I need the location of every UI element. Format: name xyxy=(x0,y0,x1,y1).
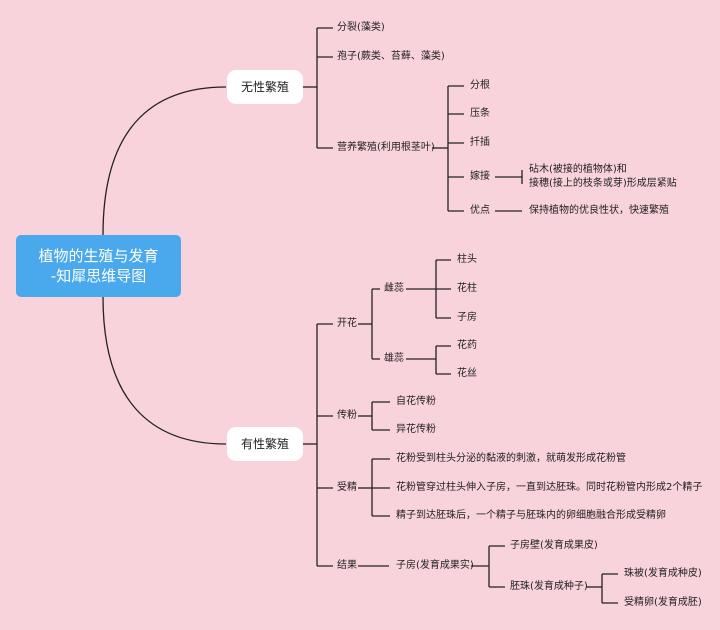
node-ovary[interactable]: 子房(发育成果实) xyxy=(396,560,474,571)
node-fert-step-2[interactable]: 花粉管穿过柱头伸入子房，一直到达胚珠。同时花粉管内形成2个精子 xyxy=(396,482,703,493)
node-zygote[interactable]: 受精卵(发育成胚) xyxy=(624,597,702,608)
node-vegetative[interactable]: 营养繁殖(利用根茎叶) xyxy=(337,142,435,153)
node-pollination[interactable]: 传粉 xyxy=(337,410,357,421)
node-layering[interactable]: 压条 xyxy=(470,108,490,119)
node-root-division[interactable]: 分根 xyxy=(470,80,490,91)
node-sexual[interactable]: 有性繁殖 xyxy=(227,427,303,461)
node-fert-step-3[interactable]: 精子到达胚珠后，一个精子与胚珠内的卵细胞融合形成受精卵 xyxy=(396,510,666,521)
node-integument[interactable]: 珠被(发育成种皮) xyxy=(624,568,702,579)
node-graft-note-1[interactable]: 砧木(被接的植物体)和 xyxy=(529,164,627,175)
node-fert-step-1[interactable]: 花粉受到柱头分泌的黏液的刺激，就萌发形成花粉管 xyxy=(396,453,626,464)
node-fruiting[interactable]: 结果 xyxy=(337,560,357,571)
node-fission[interactable]: 分裂(藻类) xyxy=(337,22,385,33)
node-ovary-part[interactable]: 子房 xyxy=(457,312,477,323)
node-self-pollination[interactable]: 自花传粉 xyxy=(396,396,436,407)
node-stigma[interactable]: 柱头 xyxy=(457,254,477,265)
node-ovary-wall[interactable]: 子房壁(发育成果皮) xyxy=(510,540,598,551)
node-filament[interactable]: 花丝 xyxy=(457,368,477,379)
node-fertilization[interactable]: 受精 xyxy=(337,482,357,493)
node-advantage-note[interactable]: 保持植物的优良性状，快速繁殖 xyxy=(529,205,669,216)
node-advantage[interactable]: 优点 xyxy=(470,205,490,216)
node-asexual[interactable]: 无性繁殖 xyxy=(227,70,303,104)
node-ovule[interactable]: 胚珠(发育成种子) xyxy=(510,581,588,592)
node-style[interactable]: 花柱 xyxy=(457,283,477,294)
node-pistil[interactable]: 雌蕊 xyxy=(384,283,404,294)
node-graft-note-2[interactable]: 接穗(接上的枝条或芽)形成层紧贴 xyxy=(529,178,677,189)
root-topic[interactable]: 植物的生殖与发育 -知犀思维导图 xyxy=(16,235,181,297)
node-cross-pollination[interactable]: 异花传粉 xyxy=(396,424,436,435)
node-grafting[interactable]: 嫁接 xyxy=(470,171,490,182)
node-anther[interactable]: 花药 xyxy=(457,340,477,351)
root-title-line2: -知犀思维导图 xyxy=(50,267,147,285)
node-stamen[interactable]: 雄蕊 xyxy=(384,353,404,364)
root-title-line1: 植物的生殖与发育 xyxy=(38,247,159,265)
node-cutting[interactable]: 扦插 xyxy=(470,137,490,148)
node-spore[interactable]: 孢子(蕨类、苔藓、藻类) xyxy=(337,51,445,62)
node-flowering[interactable]: 开花 xyxy=(337,318,357,329)
